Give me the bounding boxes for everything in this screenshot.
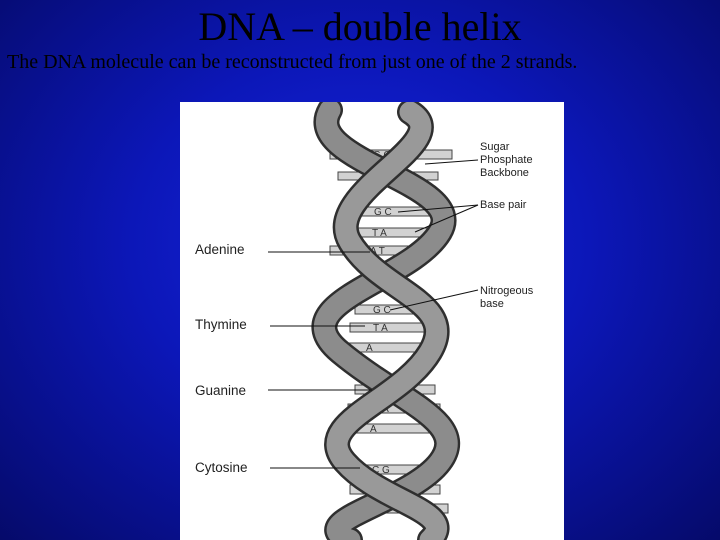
label-guanine: Guanine bbox=[195, 383, 246, 398]
base-pair-text: T A bbox=[372, 228, 387, 239]
label-adenine: Adenine bbox=[195, 242, 245, 257]
base-pair-text: T A bbox=[373, 323, 388, 334]
dna-helix-illustration: G C G C T A A T G C T A A G C T A A C G … bbox=[180, 102, 564, 540]
dna-diagram: G C G C T A A T G C T A A G C T A A C G … bbox=[180, 102, 564, 540]
rung bbox=[362, 207, 432, 216]
leader-backbone bbox=[425, 160, 478, 164]
left-labels: Adenine Thymine Guanine Cytosine bbox=[195, 242, 248, 475]
label-cytosine: Cytosine bbox=[195, 460, 248, 475]
label-sugar: Sugar bbox=[480, 141, 510, 153]
base-pair-text: G C bbox=[374, 207, 392, 218]
label-base-pair: Base pair bbox=[480, 199, 527, 211]
slide-title: DNA – double helix bbox=[0, 4, 720, 50]
label-base: base bbox=[480, 298, 504, 310]
base-pair-text: A bbox=[370, 424, 377, 435]
label-nitrogenous: Nitrogeous bbox=[480, 285, 534, 297]
label-backbone: Backbone bbox=[480, 167, 529, 179]
label-phosphate: Phosphate bbox=[480, 154, 533, 166]
label-thymine: Thymine bbox=[195, 317, 247, 332]
base-pair-text: G C bbox=[373, 305, 391, 316]
base-pair-text: A bbox=[366, 343, 373, 354]
right-labels: Sugar Phosphate Backbone Base pair Nitro… bbox=[480, 141, 534, 310]
slide-subtitle: The DNA molecule can be reconstructed fr… bbox=[7, 50, 577, 74]
